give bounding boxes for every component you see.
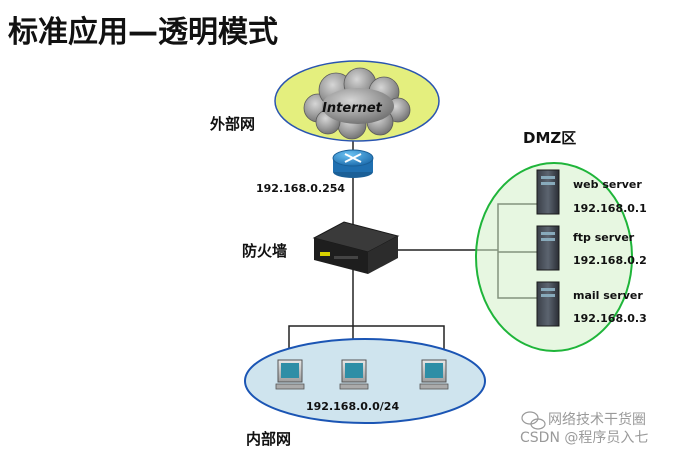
server-name: mail server: [573, 289, 643, 302]
server-mail: mail server 192.168.0.3: [536, 281, 647, 327]
pc-3: [419, 359, 449, 390]
server-name: web server: [573, 178, 642, 191]
firewall-icon: [312, 221, 400, 274]
cloud-icon: [303, 67, 411, 140]
server-icon: [536, 225, 560, 271]
watermark-source: CSDN @程序员入七: [520, 430, 648, 446]
firewall-label: 防火墙: [242, 242, 287, 260]
lan-subnet: 192.168.0.0/24: [306, 400, 399, 413]
lan-bus: [288, 325, 445, 360]
internal-network-label: 内部网: [246, 430, 291, 448]
server-icon: [536, 169, 560, 215]
router-icon: [332, 149, 374, 178]
watermark-channel: 网络技术干货圈: [548, 411, 646, 428]
server-web: web server 192.168.0.1: [536, 169, 647, 215]
router-ip: 192.168.0.254: [256, 182, 345, 195]
server-ip: 192.168.0.2: [573, 254, 647, 267]
server-icon: [536, 281, 560, 327]
server-ip: 192.168.0.3: [573, 312, 647, 325]
wechat-icon: [521, 411, 546, 430]
server-ftp: ftp server 192.168.0.2: [536, 225, 647, 271]
page-title: 标准应用—透明模式: [8, 15, 278, 50]
cloud-label: Internet: [322, 101, 383, 116]
server-ip: 192.168.0.1: [573, 202, 647, 215]
pc-1: [275, 359, 305, 390]
pc-2: [339, 359, 369, 390]
dmz-label: DMZ区: [523, 129, 576, 147]
external-network-label: 外部网: [209, 115, 255, 133]
internet-zone: Internet: [274, 60, 440, 142]
watermark: 网络技术干货圈 CSDN @程序员入七: [520, 411, 648, 446]
server-name: ftp server: [573, 231, 635, 244]
